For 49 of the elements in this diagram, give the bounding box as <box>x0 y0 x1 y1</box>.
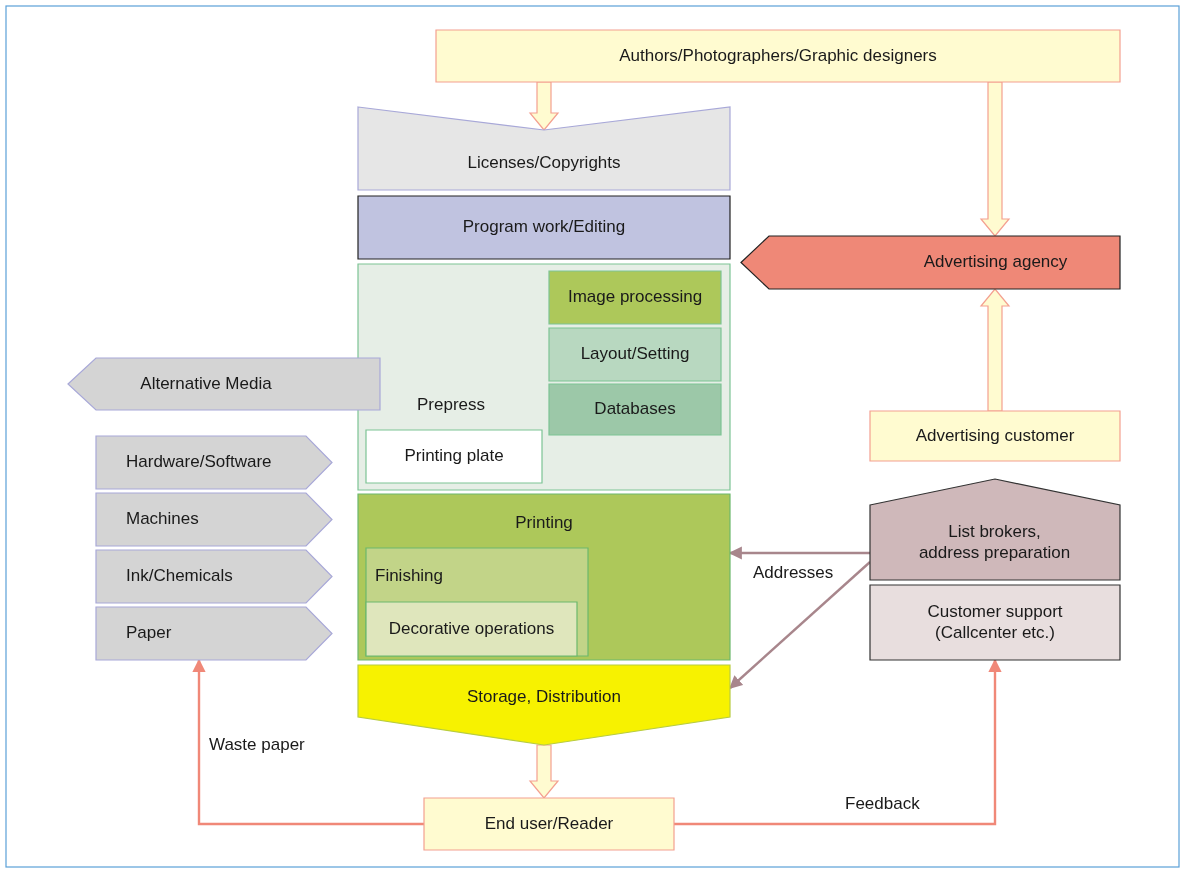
node-label: Printing <box>515 512 573 534</box>
service-box <box>870 479 1120 580</box>
node-label: Databases <box>594 399 676 420</box>
prepress-panel <box>358 264 730 490</box>
node-label: Program work/Editing <box>462 217 626 238</box>
process-box <box>358 107 730 190</box>
process-box <box>549 384 721 435</box>
input-arrow-box <box>96 607 332 660</box>
node-label: Customer support (Callcenter etc.) <box>926 602 1064 643</box>
printing-panel <box>358 494 730 660</box>
node-label: Machines <box>126 509 199 530</box>
edge-label: Waste paper <box>207 735 307 755</box>
process-box <box>549 271 721 324</box>
node-label: Storage, Distribution <box>467 686 621 708</box>
block-arrow <box>979 81 1011 237</box>
node-label: Hardware/Software <box>126 452 272 473</box>
reader-box <box>424 798 674 850</box>
block-arrow <box>979 288 1011 412</box>
process-box <box>549 328 721 381</box>
node-label: Finishing <box>375 565 444 587</box>
node-label: Prepress <box>417 394 485 416</box>
node-label: Image processing <box>567 287 703 308</box>
node-label: Licenses/Copyrights <box>467 153 621 174</box>
node-label: Ink/Chemicals <box>126 566 233 587</box>
node-label: Printing plate <box>404 446 504 467</box>
input-arrow-box <box>96 550 332 603</box>
node-label: Layout/Setting <box>580 344 690 365</box>
node-label: List brokers, address preparation <box>917 522 1072 563</box>
process-box <box>366 430 542 483</box>
node-label: Advertising customer <box>915 425 1075 447</box>
node-label: Authors/Photographers/Graphic designers <box>619 45 937 67</box>
node-label: Decorative operations <box>388 618 555 640</box>
input-arrow-box <box>96 436 332 489</box>
process-box <box>366 602 577 656</box>
node-label: Advertising agency <box>923 252 1068 273</box>
block-arrow <box>528 81 560 131</box>
input-arrow-box <box>96 493 332 546</box>
output-arrow-box <box>68 358 380 410</box>
node-label: Paper <box>126 623 172 644</box>
service-box <box>870 585 1120 660</box>
node-label: End user/Reader <box>484 813 614 835</box>
process-box <box>366 548 588 656</box>
node-label: Alternative Media <box>140 373 272 395</box>
customer-box <box>870 411 1120 461</box>
source-box <box>436 30 1120 82</box>
agency-arrow-box <box>741 236 1120 289</box>
distribution-box <box>358 665 730 745</box>
block-arrow <box>528 744 560 799</box>
process-box <box>358 196 730 259</box>
